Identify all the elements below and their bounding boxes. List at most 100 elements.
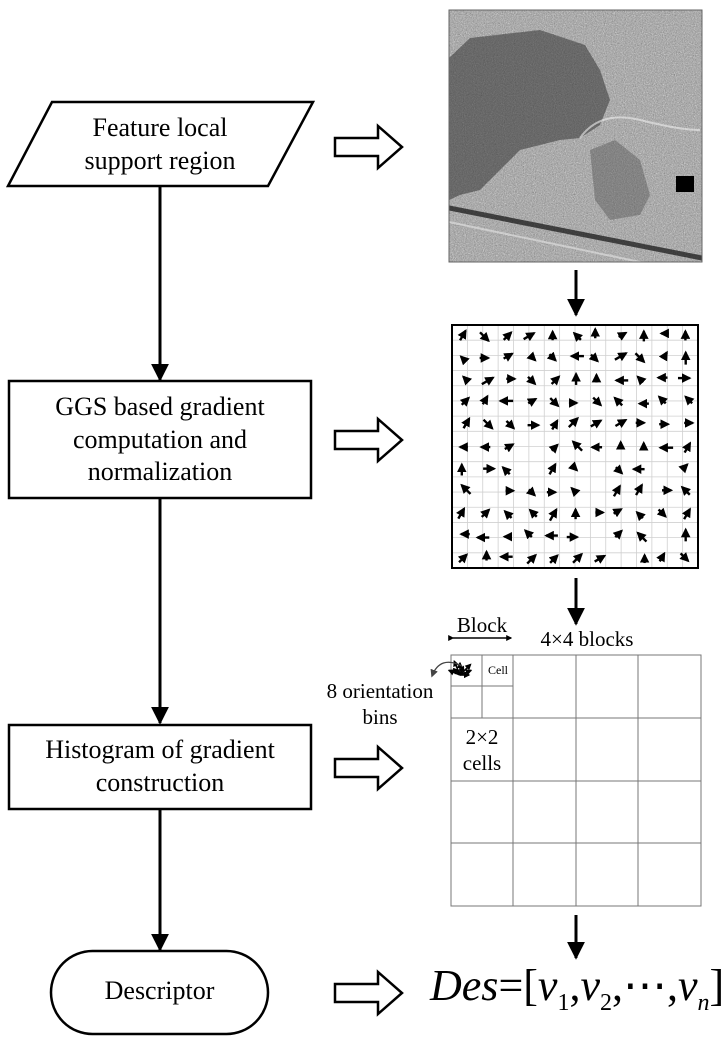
gradient-arrow-icon — [678, 463, 689, 474]
formula-comma-3: , — [666, 961, 678, 1010]
formula-v1: v — [537, 961, 558, 1010]
gradient-arrow-icon — [526, 397, 538, 407]
gradient-arrow-icon — [523, 529, 535, 540]
histogram-node-line-1: Histogram of gradient — [45, 735, 275, 764]
histogram-grid — [430, 635, 702, 907]
gradient-arrow-icon — [614, 352, 628, 362]
input-node-line-2: support region — [84, 145, 236, 175]
gradient-arrow-icon — [523, 332, 536, 342]
gradient-arrow-icon — [501, 465, 512, 477]
gradient-arrow-icon — [504, 443, 515, 453]
cells-label: 2×2 cells — [451, 724, 513, 777]
gradient-node-line-2: computation and — [72, 424, 247, 454]
gradient-arrow-icon — [547, 462, 557, 475]
gradient-arrow-icon — [548, 554, 559, 565]
gradient-arrow-icon — [658, 350, 668, 362]
formula-dots: ⋯ — [622, 961, 667, 1010]
orientation-bins-line-2: bins — [362, 705, 398, 730]
gradient-arrow-icon — [548, 443, 559, 454]
sar-image — [449, 10, 702, 262]
gradient-arrow-icon — [480, 508, 491, 519]
orientation-bin-arrow — [459, 663, 472, 676]
gradient-arrows — [456, 327, 695, 565]
gradient-arrow-icon — [616, 331, 628, 341]
gradient-arrow-icon — [614, 418, 628, 429]
gradient-arrow-icon — [681, 507, 691, 520]
hollow-arrow-4 — [333, 969, 404, 1017]
gradient-arrow-icon — [570, 486, 581, 497]
cells-line-2: cells — [462, 751, 502, 776]
formula-sub-2: 2 — [599, 990, 612, 1016]
formula-comma-1: , — [569, 961, 581, 1010]
descriptor-node-line-1: Descriptor — [104, 976, 215, 1005]
gradient-arrow-icon — [572, 552, 583, 564]
gradient-arrow-icon — [548, 507, 558, 522]
gradient-arrow-icon — [503, 509, 514, 521]
formula-sub-n: n — [697, 990, 710, 1016]
gradient-arrow-icon — [679, 552, 690, 563]
gradient-arrow-icon — [459, 355, 470, 366]
orientation-bins-line-1: 8 orientation — [326, 679, 434, 703]
gradient-arrow-icon — [656, 507, 667, 518]
gradient-arrow-icon — [636, 375, 647, 386]
formula-vn: v — [677, 961, 698, 1010]
gradient-arrow-icon — [588, 352, 599, 363]
gradient-arrow-icon — [684, 395, 695, 406]
gradient-arrow-icon — [568, 461, 579, 472]
gradient-arrow-icon — [594, 554, 607, 564]
gradient-node-line-1: GGS based gradient — [55, 392, 265, 421]
gradient-arrow-icon — [457, 553, 469, 564]
orientation-pointer — [430, 661, 463, 678]
cell-label: Cell — [488, 663, 508, 677]
gradient-arrow-icon — [612, 529, 623, 540]
descriptor-node-label: Descriptor — [51, 975, 268, 1008]
cells-line-1: 2×2 — [465, 725, 499, 749]
gradient-arrow-icon — [549, 397, 560, 408]
orientation-bins-icon — [447, 659, 473, 679]
gradient-arrow-icon — [567, 416, 579, 428]
hollow-arrow-1 — [333, 123, 404, 171]
block-label: Block — [456, 613, 508, 637]
gradient-arrow-icon — [482, 418, 494, 430]
gradient-arrow-icon — [591, 396, 603, 407]
gradient-arrow-icon — [503, 352, 514, 362]
gradient-arrow-icon — [504, 419, 516, 430]
gradient-arrow-icon — [460, 483, 472, 495]
gradient-arrow-icon — [635, 510, 646, 522]
gradient-arrow-icon — [461, 416, 471, 429]
gradient-arrow-icon — [680, 485, 691, 496]
gradient-arrow-icon — [528, 508, 539, 519]
formula-sub-1: 1 — [557, 990, 570, 1016]
gradient-arrow-icon — [633, 483, 643, 496]
gradient-arrow-icon — [634, 352, 646, 364]
gradient-field — [451, 324, 699, 569]
input-node-line-1: Feature local — [92, 113, 228, 142]
gradient-arrow-icon — [479, 394, 489, 406]
gradient-arrow-icon — [613, 464, 624, 475]
gradient-arrow-icon — [526, 553, 537, 565]
formula-equals: = — [498, 961, 524, 1010]
gradient-arrow-icon — [481, 376, 495, 386]
blocks-label: 4×4 blocks — [540, 627, 634, 651]
hollow-arrow-3 — [333, 744, 404, 792]
gradient-arrow-icon — [572, 331, 583, 342]
gradient-node-line-3: normalization — [87, 457, 233, 486]
gradient-arrow-icon — [479, 331, 490, 343]
gradient-arrow-icon — [525, 486, 537, 497]
gradient-arrow-icon — [457, 329, 467, 341]
formula-lhs: Des — [430, 961, 499, 1010]
gradient-arrow-icon — [612, 508, 623, 518]
gradient-arrow-icon — [549, 419, 559, 431]
gradient-arrow-icon — [613, 396, 624, 407]
input-node-label: Feature local support region — [40, 112, 280, 177]
gradient-arrow-icon — [571, 440, 583, 452]
gradient-arrow-icon — [550, 375, 561, 386]
formula-close-bracket: ] — [709, 961, 725, 1010]
formula-comma-2: , — [611, 961, 623, 1010]
orientation-bin-arrow — [447, 669, 461, 676]
gradient-node-label: GGS based gradient computation and norma… — [9, 391, 311, 489]
gradient-arrow-icon — [456, 506, 466, 520]
gradient-arrow-icon — [459, 396, 471, 407]
formula-open-bracket: [ — [523, 961, 538, 1010]
